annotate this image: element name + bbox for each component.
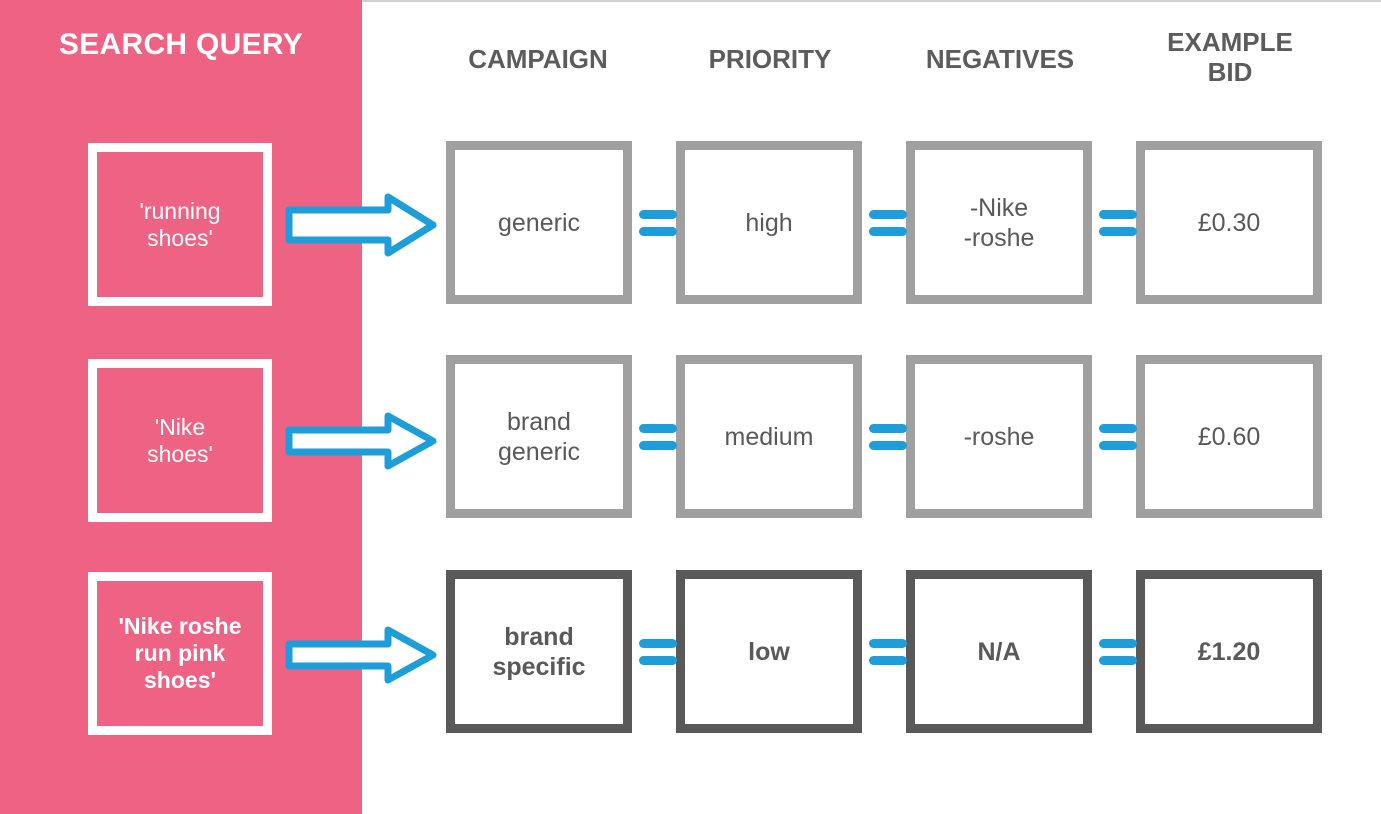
equals-bar-bottom: [1099, 656, 1137, 665]
search-query-panel: SEARCH QUERY 'running shoes' 'Nike shoes…: [0, 0, 362, 814]
equals-bar-top: [639, 639, 677, 648]
equals-bar-bottom: [869, 656, 907, 665]
panel-title: SEARCH QUERY: [58, 28, 304, 61]
equals-bar-bottom: [869, 227, 907, 236]
cell-bid-row-3: £1.20: [1136, 570, 1322, 733]
arrow-icon-row-1: [285, 192, 437, 258]
query-text-row-3: 'Nike roshe run pink shoes': [118, 613, 242, 693]
equals-bar-bottom: [869, 441, 907, 450]
cell-negatives-row-3: N/A: [906, 570, 1092, 733]
equals-icon-row-1-campaign-priority: [639, 208, 677, 238]
equals-icon-row-3-priority-negatives: [869, 637, 907, 667]
cell-campaign-row-2: brand generic: [446, 355, 632, 518]
cell-priority-row-2: medium: [676, 355, 862, 518]
query-box-row-1: 'running shoes': [88, 143, 272, 306]
column-header-example-bid: EXAMPLE BID: [1167, 27, 1293, 87]
equals-bar-top: [869, 210, 907, 219]
cell-negatives-row-2: -roshe: [906, 355, 1092, 518]
equals-icon-row-1-priority-negatives: [869, 208, 907, 238]
cell-bid-row-2: £0.60: [1136, 355, 1322, 518]
equals-icon-row-2-campaign-priority: [639, 422, 677, 452]
equals-bar-bottom: [639, 441, 677, 450]
equals-icon-row-3-negatives-bid: [1099, 637, 1137, 667]
equals-icon-row-2-priority-negatives: [869, 422, 907, 452]
equals-bar-top: [869, 639, 907, 648]
equals-bar-top: [639, 210, 677, 219]
column-header-priority: PRIORITY: [708, 44, 832, 74]
arrow-icon-row-2: [285, 410, 437, 472]
cell-campaign-row-1: generic: [446, 141, 632, 304]
cell-priority-row-1: high: [676, 141, 862, 304]
cell-bid-row-1: £0.30: [1136, 141, 1322, 304]
equals-bar-top: [1099, 639, 1137, 648]
equals-icon-row-1-negatives-bid: [1099, 208, 1137, 238]
equals-icon-row-3-campaign-priority: [639, 637, 677, 667]
top-divider-rule: [0, 0, 1381, 2]
equals-bar-top: [639, 424, 677, 433]
equals-bar-bottom: [1099, 441, 1137, 450]
equals-bar-bottom: [639, 227, 677, 236]
query-text-row-2: 'Nike shoes': [147, 413, 213, 467]
cell-priority-row-3: low: [676, 570, 862, 733]
cell-negatives-row-1: -Nike -roshe: [906, 141, 1092, 304]
column-header-campaign: CAMPAIGN: [468, 44, 608, 74]
equals-bar-bottom: [639, 656, 677, 665]
equals-bar-top: [869, 424, 907, 433]
equals-icon-row-2-negatives-bid: [1099, 422, 1137, 452]
arrow-icon-row-3: [285, 624, 437, 686]
equals-bar-bottom: [1099, 227, 1137, 236]
column-header-negatives: NEGATIVES: [925, 44, 1075, 74]
cell-campaign-row-3: brand specific: [446, 570, 632, 733]
equals-bar-top: [1099, 424, 1137, 433]
query-box-row-3: 'Nike roshe run pink shoes': [88, 572, 272, 735]
equals-bar-top: [1099, 210, 1137, 219]
query-box-row-2: 'Nike shoes': [88, 359, 272, 522]
query-text-row-1: 'running shoes': [139, 197, 221, 251]
